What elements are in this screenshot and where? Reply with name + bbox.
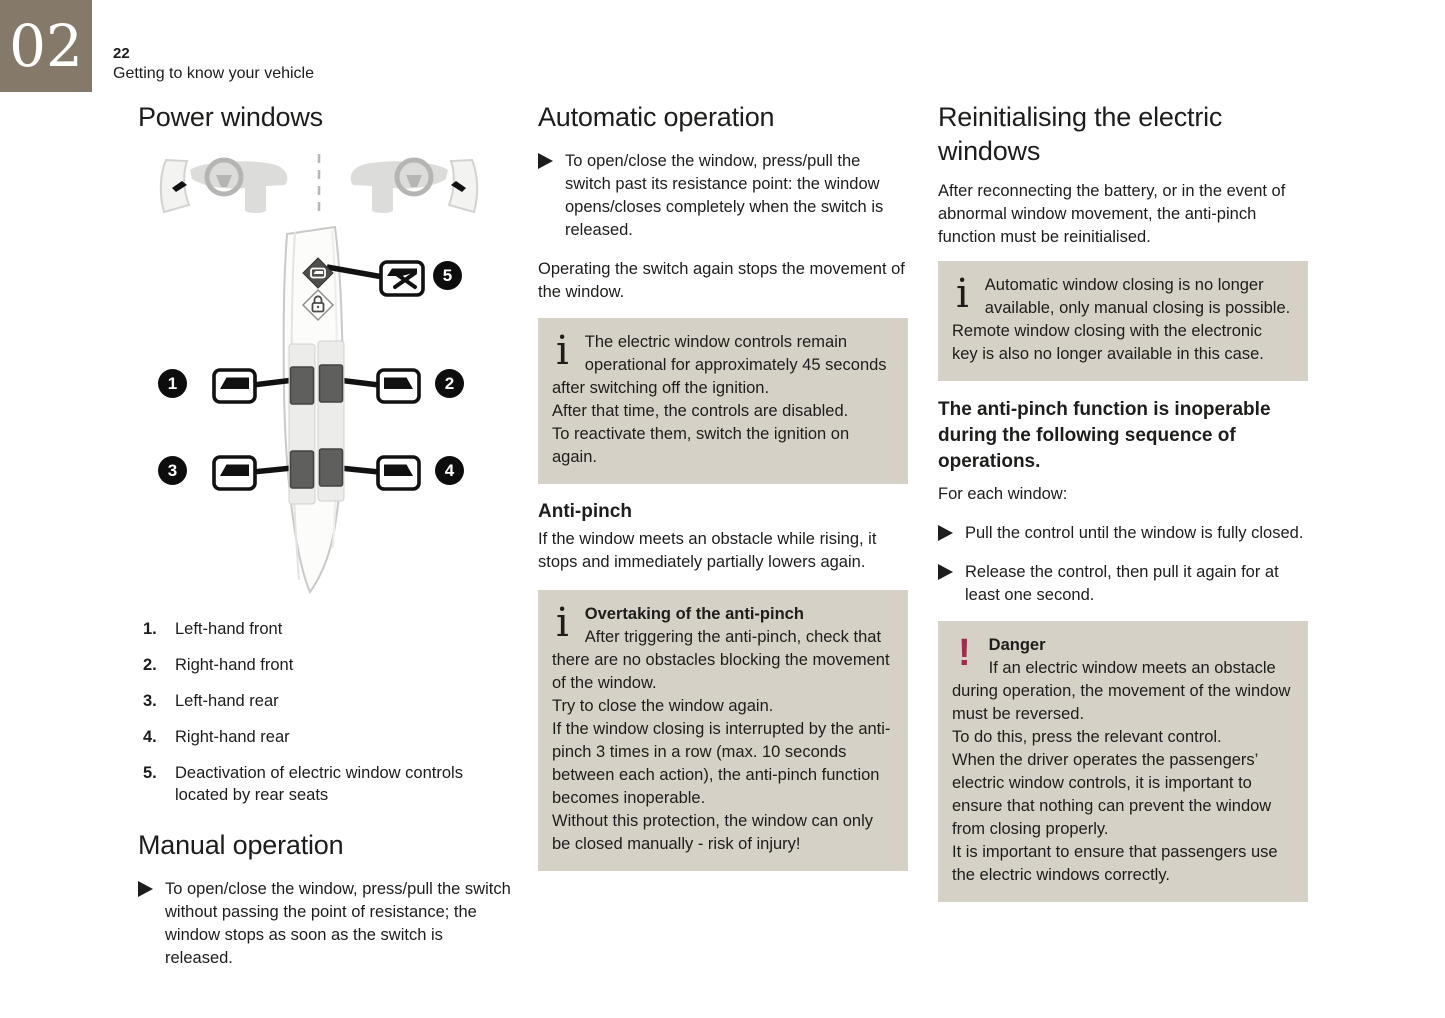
info-box-closing: i Automatic window closing is no longer … [938, 261, 1308, 381]
info-box-overtaking-title: Overtaking of the anti-pinch [584, 605, 804, 623]
column-power-windows: Power windows [138, 100, 512, 970]
reinitialising-text: After reconnecting the battery, or in th… [938, 182, 1286, 246]
legend-item-1: 1. Left-hand front [143, 618, 512, 640]
anti-pinch-heading: Anti-pinch [538, 501, 632, 522]
legend-label: Right-hand rear [175, 728, 290, 746]
bullet-arrow-icon [938, 525, 953, 541]
info-icon: i [956, 271, 969, 317]
power-windows-heading: Power windows [138, 102, 323, 132]
window-switch-illustration [159, 154, 512, 595]
info-icon: i [556, 600, 569, 646]
automatic-operation-heading: Automatic operation [538, 102, 775, 132]
legend-item-5: 5. Deactivation of electric window contr… [143, 762, 512, 806]
dashboard-right-illustration [351, 160, 478, 213]
column-reinitialising: Reinitialising the electric windows Afte… [938, 100, 1308, 902]
legend-label: Left-hand front [175, 620, 283, 638]
legend-number: 3. [143, 692, 157, 710]
callout-1-number: 1 [167, 373, 178, 393]
danger-text: If an electric window meets an obstacle … [952, 659, 1291, 884]
callout-3: 3 [158, 456, 187, 485]
deactivation-button [302, 257, 334, 289]
manual-operation-step: To open/close the window, press/pull the… [138, 878, 512, 970]
bullet-arrow-icon [138, 881, 153, 897]
chapter-badge: 02 [0, 0, 92, 92]
legend-number: 1. [143, 620, 157, 638]
switch-front-right [318, 364, 344, 403]
legend-label: Right-hand front [175, 656, 294, 674]
switch-rear-right [318, 448, 344, 487]
switch-rear-left [289, 450, 315, 489]
steering-wheel-icon [204, 157, 244, 197]
window-rear-right-icon [376, 455, 421, 491]
window-front-left-icon [212, 368, 257, 404]
legend-number: 5. [143, 764, 157, 782]
legend-item-4: 4. Right-hand rear [143, 726, 512, 748]
window-front-right-icon [376, 368, 421, 404]
legend-number: 2. [143, 656, 157, 674]
callout-5: 5 [433, 261, 462, 290]
sequence-step-1: Pull the control until the window is ful… [938, 522, 1308, 545]
danger-box: ! Danger If an electric window meets an … [938, 621, 1308, 902]
door-switch-marker [172, 181, 187, 192]
sequence-step-2: Release the control, then pull it again … [938, 561, 1308, 607]
page-number: 22 [113, 45, 130, 62]
reinitialising-heading: Reinitialising the electric windows [938, 102, 1223, 166]
callout-4-number: 4 [444, 460, 455, 480]
sequence-step-1-text: Pull the control until the window is ful… [965, 524, 1304, 542]
info-box-ignition-text: The electric window controls remain oper… [552, 333, 887, 466]
danger-icon: ! [958, 632, 971, 674]
automatic-operation-text: To open/close the window, press/pull the… [565, 152, 884, 239]
dashboard-left-illustration [159, 157, 288, 214]
sequence-intro: For each window: [938, 485, 1068, 503]
callout-5-number: 5 [442, 265, 453, 285]
lock-icon [301, 288, 335, 322]
legend-item-3: 3. Left-hand rear [143, 690, 512, 712]
window-switch-diagram: 1 2 3 4 5 [138, 148, 512, 606]
legend-label: Left-hand rear [175, 692, 279, 710]
column-automatic-operation: Automatic operation To open/close the wi… [538, 100, 908, 871]
callout-4: 4 [435, 456, 464, 485]
info-box-closing-text: Automatic window closing is no longer av… [952, 276, 1291, 363]
legend-item-2: 2. Right-hand front [143, 654, 512, 676]
diagram-legend: 1. Left-hand front 2. Right-hand front 3… [138, 618, 512, 806]
callout-1: 1 [158, 369, 187, 398]
info-box-overtaking: i Overtaking of the anti-pinch After tri… [538, 590, 908, 871]
manual-operation-text: To open/close the window, press/pull the… [165, 880, 511, 967]
sequence-title: The anti-pinch function is inoperable du… [938, 399, 1271, 472]
anti-pinch-text: If the window meets an obstacle while ri… [538, 530, 877, 571]
info-icon: i [556, 328, 569, 374]
window-deactivation-icon [379, 260, 425, 297]
manual-operation-heading: Manual operation [138, 830, 344, 860]
bullet-arrow-icon [538, 153, 553, 169]
section-title: Getting to know your vehicle [113, 65, 314, 82]
switch-front-left [289, 366, 315, 405]
bullet-arrow-icon [938, 564, 953, 580]
legend-label: Deactivation of electric window controls… [175, 764, 463, 804]
chapter-number: 02 [9, 12, 83, 80]
callout-3-number: 3 [167, 460, 178, 480]
window-switch-bank [288, 340, 345, 505]
page-meta: 22 Getting to know your vehicle [113, 45, 314, 83]
window-rear-left-icon [212, 455, 257, 491]
legend-number: 4. [143, 728, 157, 746]
sequence-step-2-text: Release the control, then pull it again … [965, 563, 1279, 604]
callout-2-number: 2 [444, 373, 455, 393]
info-box-ignition: i The electric window controls remain op… [538, 318, 908, 484]
info-box-overtaking-text: After triggering the anti-pinch, check t… [552, 628, 891, 853]
automatic-operation-note: Operating the switch again stops the mov… [538, 260, 905, 301]
callout-2: 2 [435, 369, 464, 398]
automatic-operation-step: To open/close the window, press/pull the… [538, 150, 908, 242]
danger-title: Danger [988, 636, 1046, 654]
